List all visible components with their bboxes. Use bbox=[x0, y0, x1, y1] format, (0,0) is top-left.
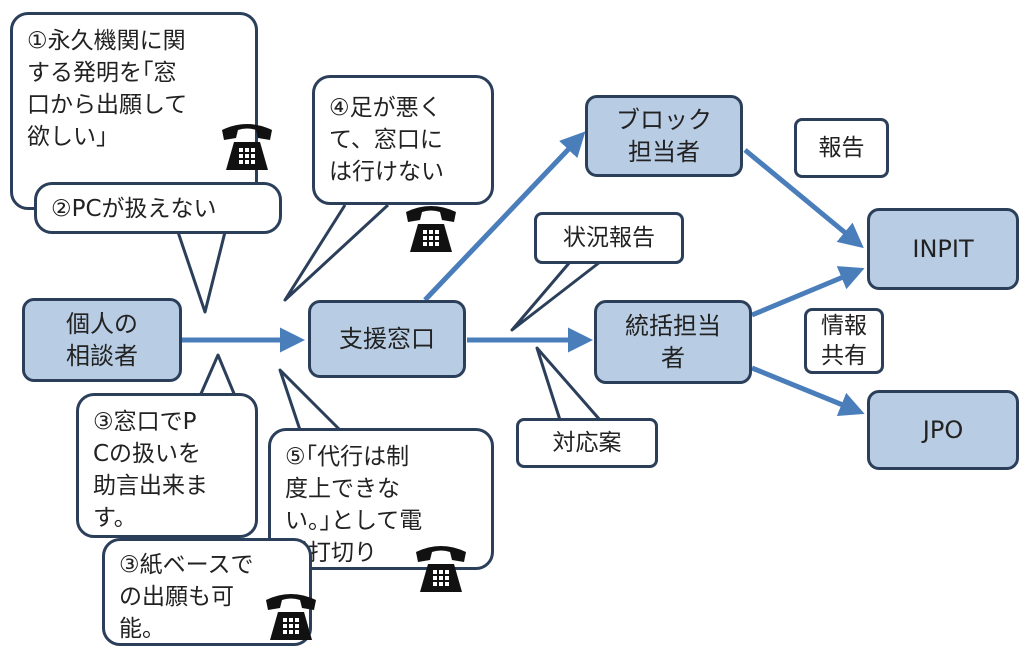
node-inpit: INPIT bbox=[867, 208, 1019, 290]
arrow-desk-to-block bbox=[423, 131, 586, 302]
arrow-general-to-jpo bbox=[751, 365, 865, 417]
node-consultant: 個人の 相談者 bbox=[22, 298, 182, 382]
node-jpo: JPO bbox=[867, 390, 1019, 470]
arrow-block-to-inpit bbox=[743, 148, 864, 249]
label-info-share: 情報 共有 bbox=[804, 308, 884, 374]
node-block-manager: ブロック 担当者 bbox=[585, 95, 743, 177]
node-general-manager: 統括担当 者 bbox=[594, 300, 752, 384]
telephone-icon bbox=[266, 594, 316, 640]
arrow-general-to-inpit bbox=[751, 266, 865, 318]
bubble-1: ①永久機関に関 する発明を｢窓 口から出願して 欲しい」 bbox=[10, 12, 258, 210]
node-support-desk: 支援窓口 bbox=[308, 300, 466, 378]
telephone-icon bbox=[406, 206, 456, 252]
bubble-3a: ③窓口でP Cの扱いを 助言出来ま す。 bbox=[76, 393, 258, 538]
bubble-5: ⑤｢代行は制 度上できな い。｣として電 話打切り bbox=[268, 428, 494, 570]
telephone-icon bbox=[416, 546, 466, 592]
label-status-report: 状況報告 bbox=[534, 212, 684, 264]
label-countermeasure: 対応案 bbox=[516, 418, 658, 468]
bubble-2: ②PCが扱えない bbox=[34, 182, 282, 234]
telephone-icon bbox=[222, 124, 272, 170]
bubble-4: ④足が悪く て、窓口に は行けない bbox=[312, 75, 494, 205]
label-report: 報告 bbox=[794, 118, 889, 178]
